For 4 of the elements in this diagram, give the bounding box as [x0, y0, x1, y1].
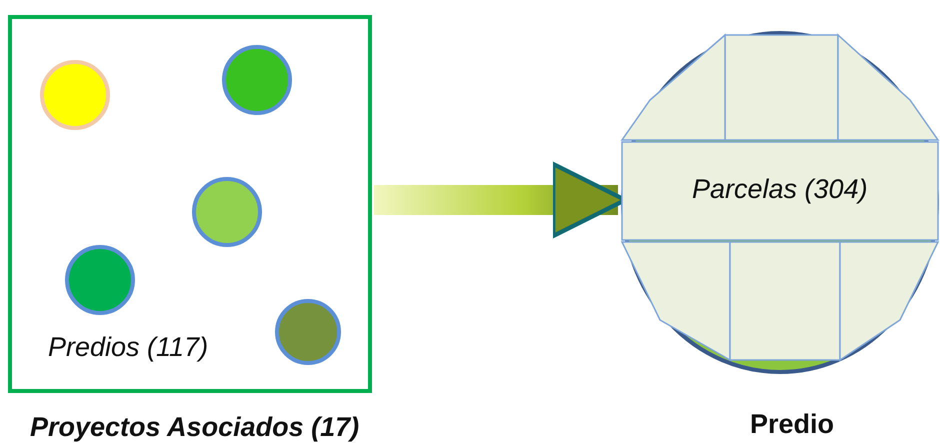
group-caption: Proyectos Asociados (17) [30, 413, 360, 443]
node-label: Parcelas (304) [692, 175, 868, 205]
node-label: Predios (117) [48, 333, 208, 363]
node-caption: Predio [750, 410, 834, 440]
